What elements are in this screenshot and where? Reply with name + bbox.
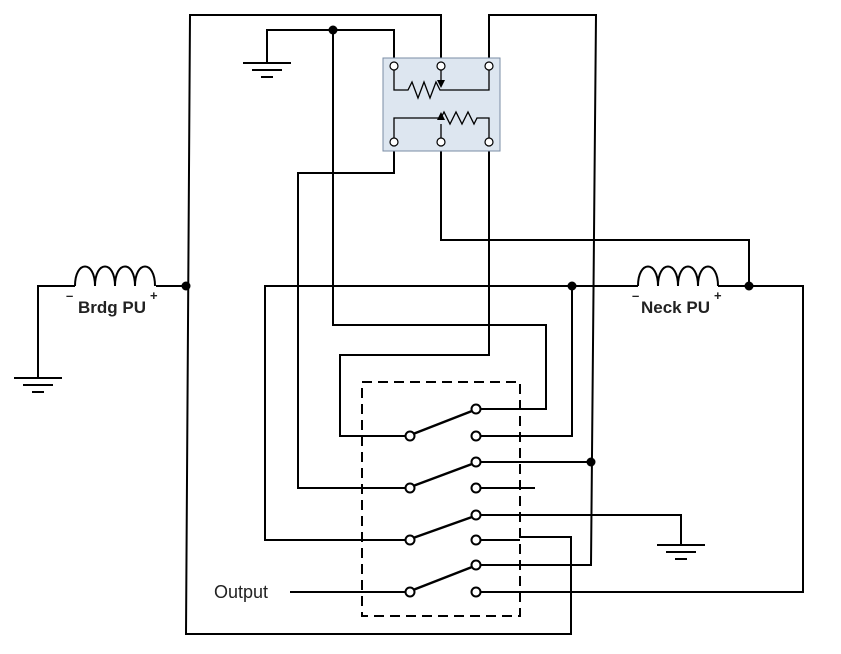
switch-terminal <box>404 430 416 442</box>
wire <box>264 285 638 541</box>
switch-terminal <box>404 482 416 494</box>
switch-terminal <box>470 534 482 546</box>
junction-dot <box>181 281 191 291</box>
pot-terminal <box>484 61 494 71</box>
bridge-pickup-coil-icon <box>74 265 156 287</box>
ground-icon <box>657 544 705 560</box>
neck-pickup-minus: – <box>632 288 639 303</box>
wire <box>488 14 598 566</box>
switch-terminal <box>404 534 416 546</box>
junction-dot <box>744 281 754 291</box>
4pdt-switch <box>361 381 521 617</box>
junction-dot <box>586 457 596 467</box>
wire <box>184 14 572 635</box>
dual-potentiometer <box>382 57 501 152</box>
switch-terminal <box>470 430 482 442</box>
arrow-up-icon <box>437 112 445 120</box>
junction-dot <box>567 281 577 291</box>
bridge-pickup-minus: – <box>66 288 73 303</box>
resistor-icon <box>393 110 490 140</box>
resistor-icon <box>393 68 490 100</box>
pot-terminal <box>436 61 446 71</box>
switch-terminal <box>470 559 482 571</box>
switch-terminal <box>470 482 482 494</box>
arrow-down-icon <box>437 80 445 88</box>
switch-lever <box>412 409 473 436</box>
wire <box>440 143 750 286</box>
pot-terminal <box>484 137 494 147</box>
wire <box>520 286 573 437</box>
switch-lever <box>412 515 473 540</box>
switch-terminal <box>470 456 482 468</box>
wire <box>332 30 547 410</box>
neck-pickup-coil-icon <box>637 265 719 287</box>
bridge-pickup-plus: + <box>150 288 158 303</box>
output-label: Output <box>214 582 268 602</box>
pot-terminal <box>389 137 399 147</box>
switch-terminal <box>404 586 416 598</box>
pot-terminal <box>389 61 399 71</box>
junction-dots <box>181 25 754 467</box>
switch-terminal <box>470 403 482 415</box>
pot-terminal <box>436 137 446 147</box>
junction-dot <box>328 25 338 35</box>
ground-icon <box>14 377 62 393</box>
neck-pickup-plus: + <box>714 288 722 303</box>
wire <box>266 29 395 62</box>
wire <box>520 514 682 545</box>
switch-boundary <box>361 381 521 617</box>
switch-lever <box>412 462 473 488</box>
bridge-pickup-label: Brdg PU <box>78 298 146 317</box>
neck-pickup-label: Neck PU <box>641 298 710 317</box>
switch-lever <box>412 565 473 592</box>
wire <box>37 285 75 378</box>
switch-terminal <box>470 509 482 521</box>
ground-icon <box>243 30 291 78</box>
switch-terminal <box>470 586 482 598</box>
wire <box>350 408 535 593</box>
wire <box>520 285 804 593</box>
wire <box>297 143 410 489</box>
wires <box>37 14 804 635</box>
